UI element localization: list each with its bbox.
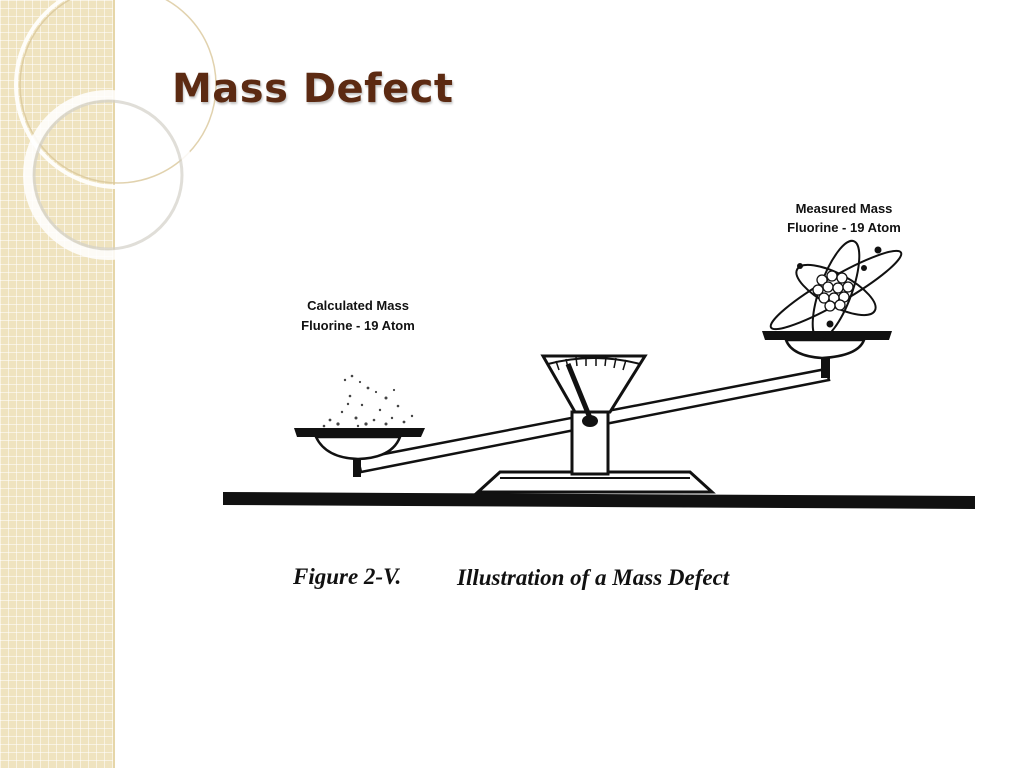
ground-line <box>223 492 975 509</box>
powder-particles <box>322 374 414 428</box>
decorative-sidebar <box>0 0 113 768</box>
atom-nucleus <box>812 270 854 312</box>
figure-number: Figure 2-V. <box>292 564 401 589</box>
atom-electrons <box>797 246 882 328</box>
scale-dial <box>540 354 648 414</box>
balance-scale-illustration: Calculated Mass Fluorine - 19 Atom Measu… <box>223 201 975 590</box>
right-label-line2: Fluorine - 19 Atom <box>787 220 901 235</box>
decorative-rings <box>14 0 222 260</box>
left-label-line2: Fluorine - 19 Atom <box>301 318 415 333</box>
right-pan <box>784 338 866 360</box>
left-pan <box>314 435 402 461</box>
sidebar-edge <box>113 0 115 768</box>
figure-caption: Illustration of a Mass Defect <box>456 565 730 590</box>
left-label-line1: Calculated Mass <box>307 298 409 313</box>
right-label-line1: Measured Mass <box>796 201 893 216</box>
dial-needle <box>565 363 593 419</box>
slide-title: Mass Defect <box>172 66 454 112</box>
